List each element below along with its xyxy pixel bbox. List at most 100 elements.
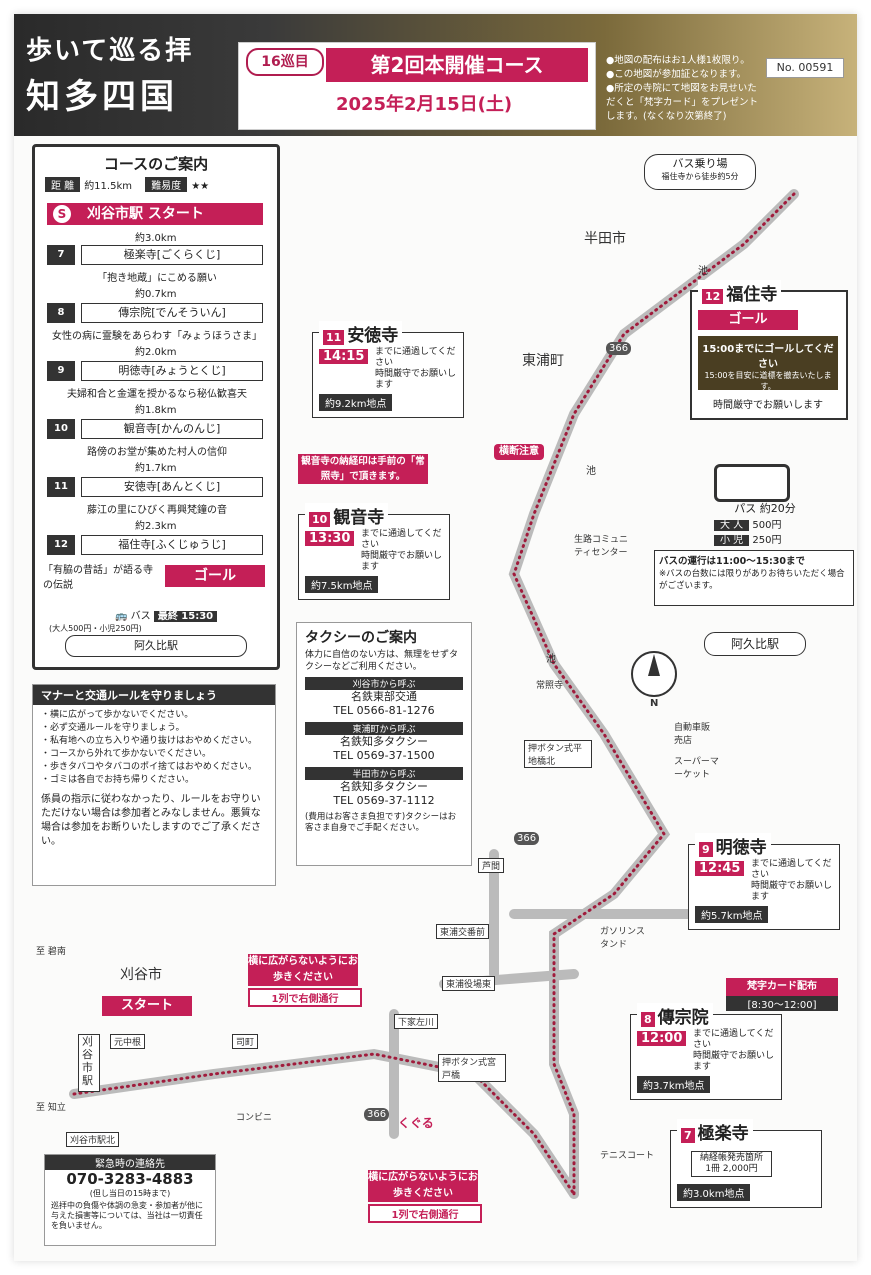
single-file-banner-2: 横に広がらないようにお歩きください <box>368 1170 478 1202</box>
rule-item: ・歩きタバコやタバコのポイ捨てはおやめください。 <box>41 762 257 772</box>
bus-last: 最終 15:30 <box>153 611 218 622</box>
card-dist: 約3.7km地点 <box>637 1076 711 1093</box>
brand-line1: 歩いて巡る拝 <box>26 36 194 66</box>
adult-fare: 500円 <box>752 520 782 531</box>
temple-name: 明徳寺[みょうとくじ] <box>81 361 263 381</box>
brand-line2: 知多四国 <box>26 77 178 117</box>
crossing-warning: 横断注意 <box>494 444 544 460</box>
leg-1: 約3.0km <box>135 233 177 244</box>
label-driving: 自動車販売店 <box>674 723 711 746</box>
label-koban: 東浦交番前 <box>436 924 490 939</box>
bus-service-note: ※バスの台数には限りがありお待ちいただく場合がございます。 <box>659 569 845 591</box>
emergency-sub: (但し当日の15時まで) <box>89 1189 171 1198</box>
taxi-from: 半田市から呼ぶ <box>305 767 463 780</box>
label-yakuba: 東浦役場東 <box>442 976 496 991</box>
temple-num: 9 <box>47 361 75 381</box>
label-kariya-north: 刈谷市駅北 <box>66 1132 120 1147</box>
temple-name: 安徳寺[あんとくじ] <box>81 477 263 497</box>
label-kuguru: くぐる <box>398 1116 434 1130</box>
temple-num: 12 <box>47 535 75 555</box>
temple-name: 傳宗院[でんそういん] <box>81 303 263 323</box>
distance-label: 距 離 <box>45 177 81 192</box>
temple-num: 8 <box>47 303 75 323</box>
rule-item: ・私有地への立ち入りや通り抜けはおやめください。 <box>41 736 258 746</box>
sanskrit-banner: 梵字カード配布 <box>726 978 838 996</box>
brand-logo: 歩いて巡る拝 知多四国 <box>26 30 193 118</box>
temple-num: 10 <box>47 419 75 439</box>
card-sub: 納経帳発売箇所 1冊 2,000円 <box>691 1151 773 1177</box>
label-kariya: 刈谷市 <box>120 967 162 983</box>
taxi-tel: TEL 0569-37-1500 <box>333 749 435 762</box>
leg-6: 約2.3km <box>135 521 177 532</box>
temple-desc: 路傍のお堂が集めた村人の信仰 <box>87 447 227 458</box>
card-num: 10 <box>309 512 331 527</box>
rules-warning: 係員の指示に従わなかったり、ルールをお守りいただけない場合は参加者とみなしません… <box>41 794 261 847</box>
course-temple-9: 9 明徳寺[みょうとくじ] <box>47 361 263 381</box>
kannon-stamp-note: 観音寺の納経印は手前の「常照寺」で頂きます。 <box>298 454 428 484</box>
card-sub: までに通過してください 時間厳守でお願いします <box>693 1029 775 1072</box>
label-ike-3: 池 <box>546 654 556 665</box>
course-end: 阿久比駅 <box>65 635 247 657</box>
single-file-rule-2: 1列で右側通行 <box>368 1204 482 1223</box>
bus-icon: 🚌 <box>115 611 131 622</box>
taxi-panel: タクシーのご案内 体力に自信のない方は、無理をせずタクシーなどご利用ください。 … <box>296 622 472 866</box>
card-time: 12:45 <box>695 861 745 876</box>
label-oshi2: 押ボタン式宮戸橋 <box>438 1054 506 1082</box>
label-to-hekinan: 至 碧南 <box>36 947 66 957</box>
serial-number: No. 00591 <box>766 58 844 78</box>
rule-item: ・横に広がって歩かないでください。 <box>41 710 194 720</box>
label-shimoke: 下家左川 <box>394 1014 439 1029</box>
taxi-from: 東浦町から呼ぶ <box>305 722 463 735</box>
card-sub: までに通過してください 時間厳守でお願いします <box>375 347 457 390</box>
card-sub: までに通過してください 時間厳守でお願いします <box>751 859 833 902</box>
rules-list: ・横に広がって歩かないでください。 ・必ず交通ルールを守りましょう。 ・私有地へ… <box>33 709 275 787</box>
rules-title: マナーと交通ルールを守りましょう <box>33 685 275 705</box>
label-handa: 半田市 <box>584 231 626 247</box>
label-tsukasa: 司町 <box>232 1034 259 1049</box>
bus-label: バス <box>130 611 151 622</box>
leg-4: 約1.8km <box>135 405 177 416</box>
bus-stop: バス乗り場 <box>672 157 728 170</box>
goal-strict: 時間厳守でお願いします <box>713 400 823 411</box>
emergency-disclaimer: 巡拝中の負傷や体調の急変・参加者が他に与えた損害等については、当社は一切責任を負… <box>51 1201 203 1230</box>
rule-item: ・ゴミは各自でお持ち帰りください。 <box>41 775 195 785</box>
card-sub: までに通過してください 時間厳守でお願いします <box>361 529 443 572</box>
label-tennis: テニスコート <box>600 1151 655 1161</box>
temple-desc: 「有脇の昔話」が語る寺の伝説 <box>43 565 153 591</box>
bus-fares: 大 人 500円 小 児 250円 <box>714 516 814 546</box>
note-2: ●この地図が参加証となります。 <box>606 69 747 80</box>
course-temple-8: 8 傳宗院[でんそういん] <box>47 303 263 323</box>
card-time: 13:30 <box>305 531 355 546</box>
emergency-title: 緊急時の連絡先 <box>45 1155 215 1170</box>
single-file-banner-1: 横に広がらないようにお歩きください <box>248 954 358 986</box>
distance-value: 約11.5km <box>84 181 132 192</box>
goal-deadline: 15:00までにゴールしてください <box>702 344 834 370</box>
course-title: 第2回本開催コース <box>326 48 588 82</box>
taxi-intro: 体力に自信のない方は、無理をせずタクシーなどご利用ください。 <box>305 650 459 672</box>
taxi-from: 刈谷市から呼ぶ <box>305 677 463 690</box>
course-goal: ゴール <box>165 565 265 587</box>
temple-desc: 夫婦和合と金運を授かるなら秘仏歓喜天 <box>67 389 247 400</box>
label-josho: 常照寺 <box>536 681 564 691</box>
taxi-title: タクシーのご案内 <box>305 630 417 646</box>
bus-fare: (大人500円・小児250円) <box>49 624 142 633</box>
card-num: 11 <box>323 330 345 345</box>
taxi-name: 名鉄知多タクシー <box>340 735 428 748</box>
single-file-rule-1: 1列で右側通行 <box>248 988 362 1007</box>
event-date: 2025年2月15日(土) <box>335 94 513 115</box>
card-dist: 約9.2km地点 <box>319 394 393 411</box>
card-name: 傳宗院 <box>657 1008 709 1028</box>
card-name: 福住寺 <box>726 285 778 305</box>
route-366-sign-1: 366 <box>606 342 632 355</box>
label-conv: コンビニ <box>236 1113 273 1123</box>
round-badge: 16巡目 <box>246 48 324 76</box>
header-notes: ●地図の配布はお1人様1枚限り。 ●この地図が参加証となります。 ●所定の寺院に… <box>606 54 850 124</box>
